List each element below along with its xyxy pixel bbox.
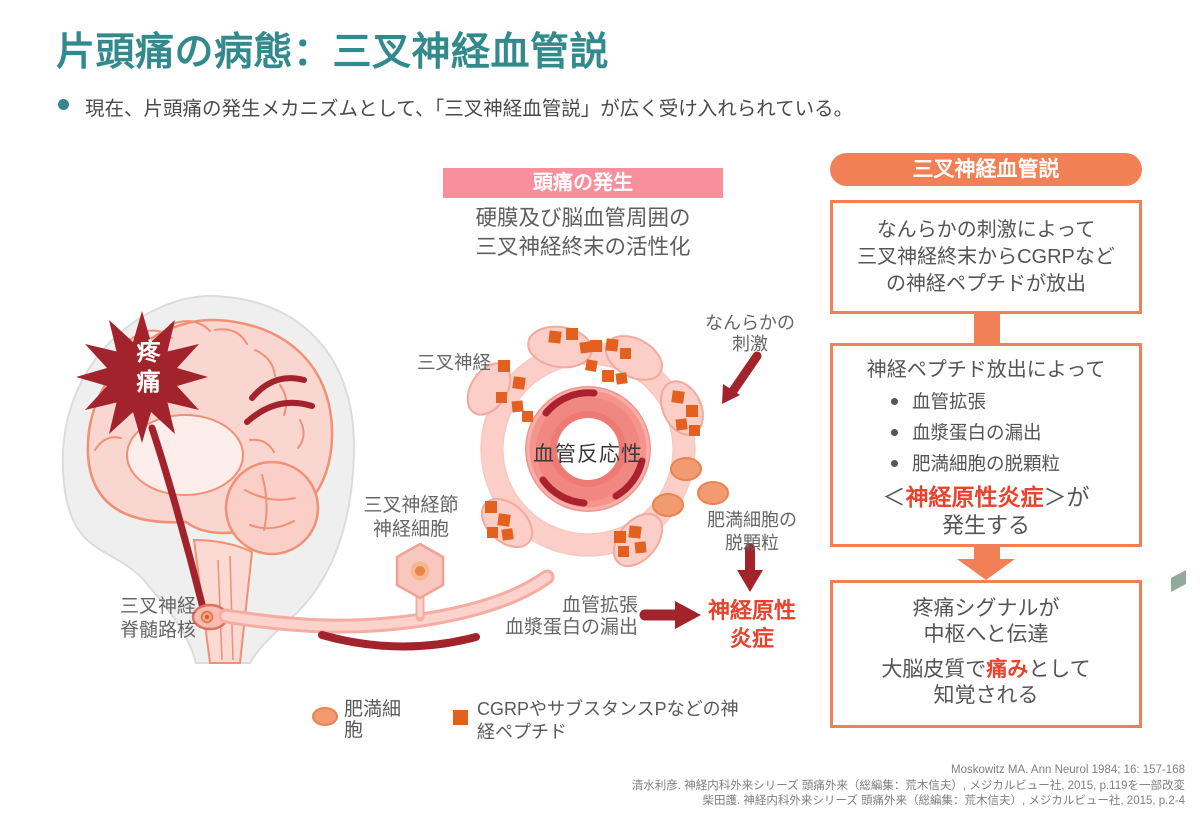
cerebellum <box>224 460 320 556</box>
mast-degranulation-label: 肥満細胞の 脱顆粒 <box>707 510 797 553</box>
vascular-reactivity-label: 血管反応性 <box>533 443 643 466</box>
ganglion-neuron <box>395 542 445 622</box>
trigeminovascular-banner: 三叉神経血管説 <box>830 153 1142 186</box>
stimulus-arrow <box>722 351 762 404</box>
stimulus-label: なんらかの 刺激 <box>705 313 795 354</box>
box2-bullet-1: 血管拡張 <box>891 388 1139 414</box>
cerebrum <box>86 318 334 535</box>
decorative-corner-shape <box>1171 570 1186 592</box>
bullet-dot-icon <box>891 428 898 436</box>
flow-connector-1 <box>974 314 1000 343</box>
legend-neuropeptide-label: CGRPやサブスタンスPなどの神経ペプチド <box>477 699 739 742</box>
ganglion-label: 三叉神経節 神経細胞 <box>363 495 459 540</box>
pain-signal-path <box>148 424 207 612</box>
trigeminal-nerve-label: 三叉神経 <box>417 352 492 373</box>
headache-onset-subtitle: 硬膜及び脳血管周囲の 三叉神経終末の活性化 <box>475 206 691 259</box>
pain-burst-label: 疼痛 <box>132 339 159 399</box>
flow-arrow-shaft <box>974 547 1000 559</box>
page-title: 片頭痛の病態：三叉神経血管説 <box>56 31 610 74</box>
bullet-dot-icon <box>891 397 898 405</box>
intro-bullet-text: 現在、片頭痛の発生メカニズムとして、「三叉神経血管説」が広く受け入れられている。 <box>85 98 854 120</box>
reference-line: Moskowitz MA. Ann Neurol 1984; 16: 157-1… <box>951 764 1185 776</box>
box2-bullet-2: 血漿蛋白の漏出 <box>891 419 1139 445</box>
brain-illustration <box>61 294 356 664</box>
intro-bullet: 現在、片頭痛の発生メカニズムとして、「三叉神経血管説」が広く受け入れられている。 <box>58 92 853 121</box>
spinal-nucleus-label: 三叉神経 脊髄路核 <box>119 596 196 641</box>
legend-mast-cell-label: 肥満細胞 <box>344 699 402 741</box>
nerve-underline-arc <box>318 631 480 651</box>
box2-result: 発生する <box>941 513 1030 538</box>
box2-bullet-3: 肥満細胞の脱顆粒 <box>891 450 1139 476</box>
bullet-dot-icon <box>58 99 69 110</box>
references: Moskowitz MA. Ann Neurol 1984; 16: 157-1… <box>632 763 1185 810</box>
box2-conclusion: ＜神経原性炎症＞が <box>882 484 1090 510</box>
mast-cell-icon <box>312 707 338 726</box>
cortex-signal-arcs <box>244 375 315 425</box>
pain-highlight: 痛み <box>986 658 1029 681</box>
inflammation-arrow <box>639 601 701 629</box>
flowchart-box-1: なんらかの刺激によって 三叉神経終末からCGRPなど の神経ペプチドが放出 <box>830 200 1142 314</box>
headache-onset-banner: 頭痛の発生 <box>443 168 723 198</box>
neurogenic-inflammation-highlight: 神経原性炎症 <box>905 484 1044 510</box>
vasodilation-label: 血管拡張 血漿蛋白の漏出 <box>504 595 638 638</box>
mast-cells <box>652 457 729 517</box>
reference-line: 清水利彦. 神経内科外来シリーズ 頭痛外来（総編集：荒木信夫）, メジカルビュー… <box>631 779 1185 792</box>
neurogenic-inflammation-label: 神経原性 炎症 <box>707 598 796 651</box>
box2-title: 神経ペプチド放出によって <box>866 359 1106 381</box>
flow-arrow-head-icon <box>957 559 1015 580</box>
box3-perception-line: 大脳皮質で痛みとして <box>881 658 1091 681</box>
reference-line: 柴田護. 神経内科外来シリーズ 頭痛外来（総編集：荒木信夫）, メジカルビュー社… <box>702 795 1185 807</box>
flowchart-box-2: 神経ペプチド放出によって 血管拡張 血漿蛋白の漏出 肥満細胞の脱顆粒 ＜神経原性… <box>830 343 1142 547</box>
gyri-lines <box>94 320 305 453</box>
flowchart-box-3: 疼痛シグナルが 中枢へと伝達 大脳皮質で痛みとして 知覚される <box>830 580 1142 728</box>
neuropeptide-square-icon <box>453 710 468 725</box>
bullet-dot-icon <box>891 459 898 467</box>
